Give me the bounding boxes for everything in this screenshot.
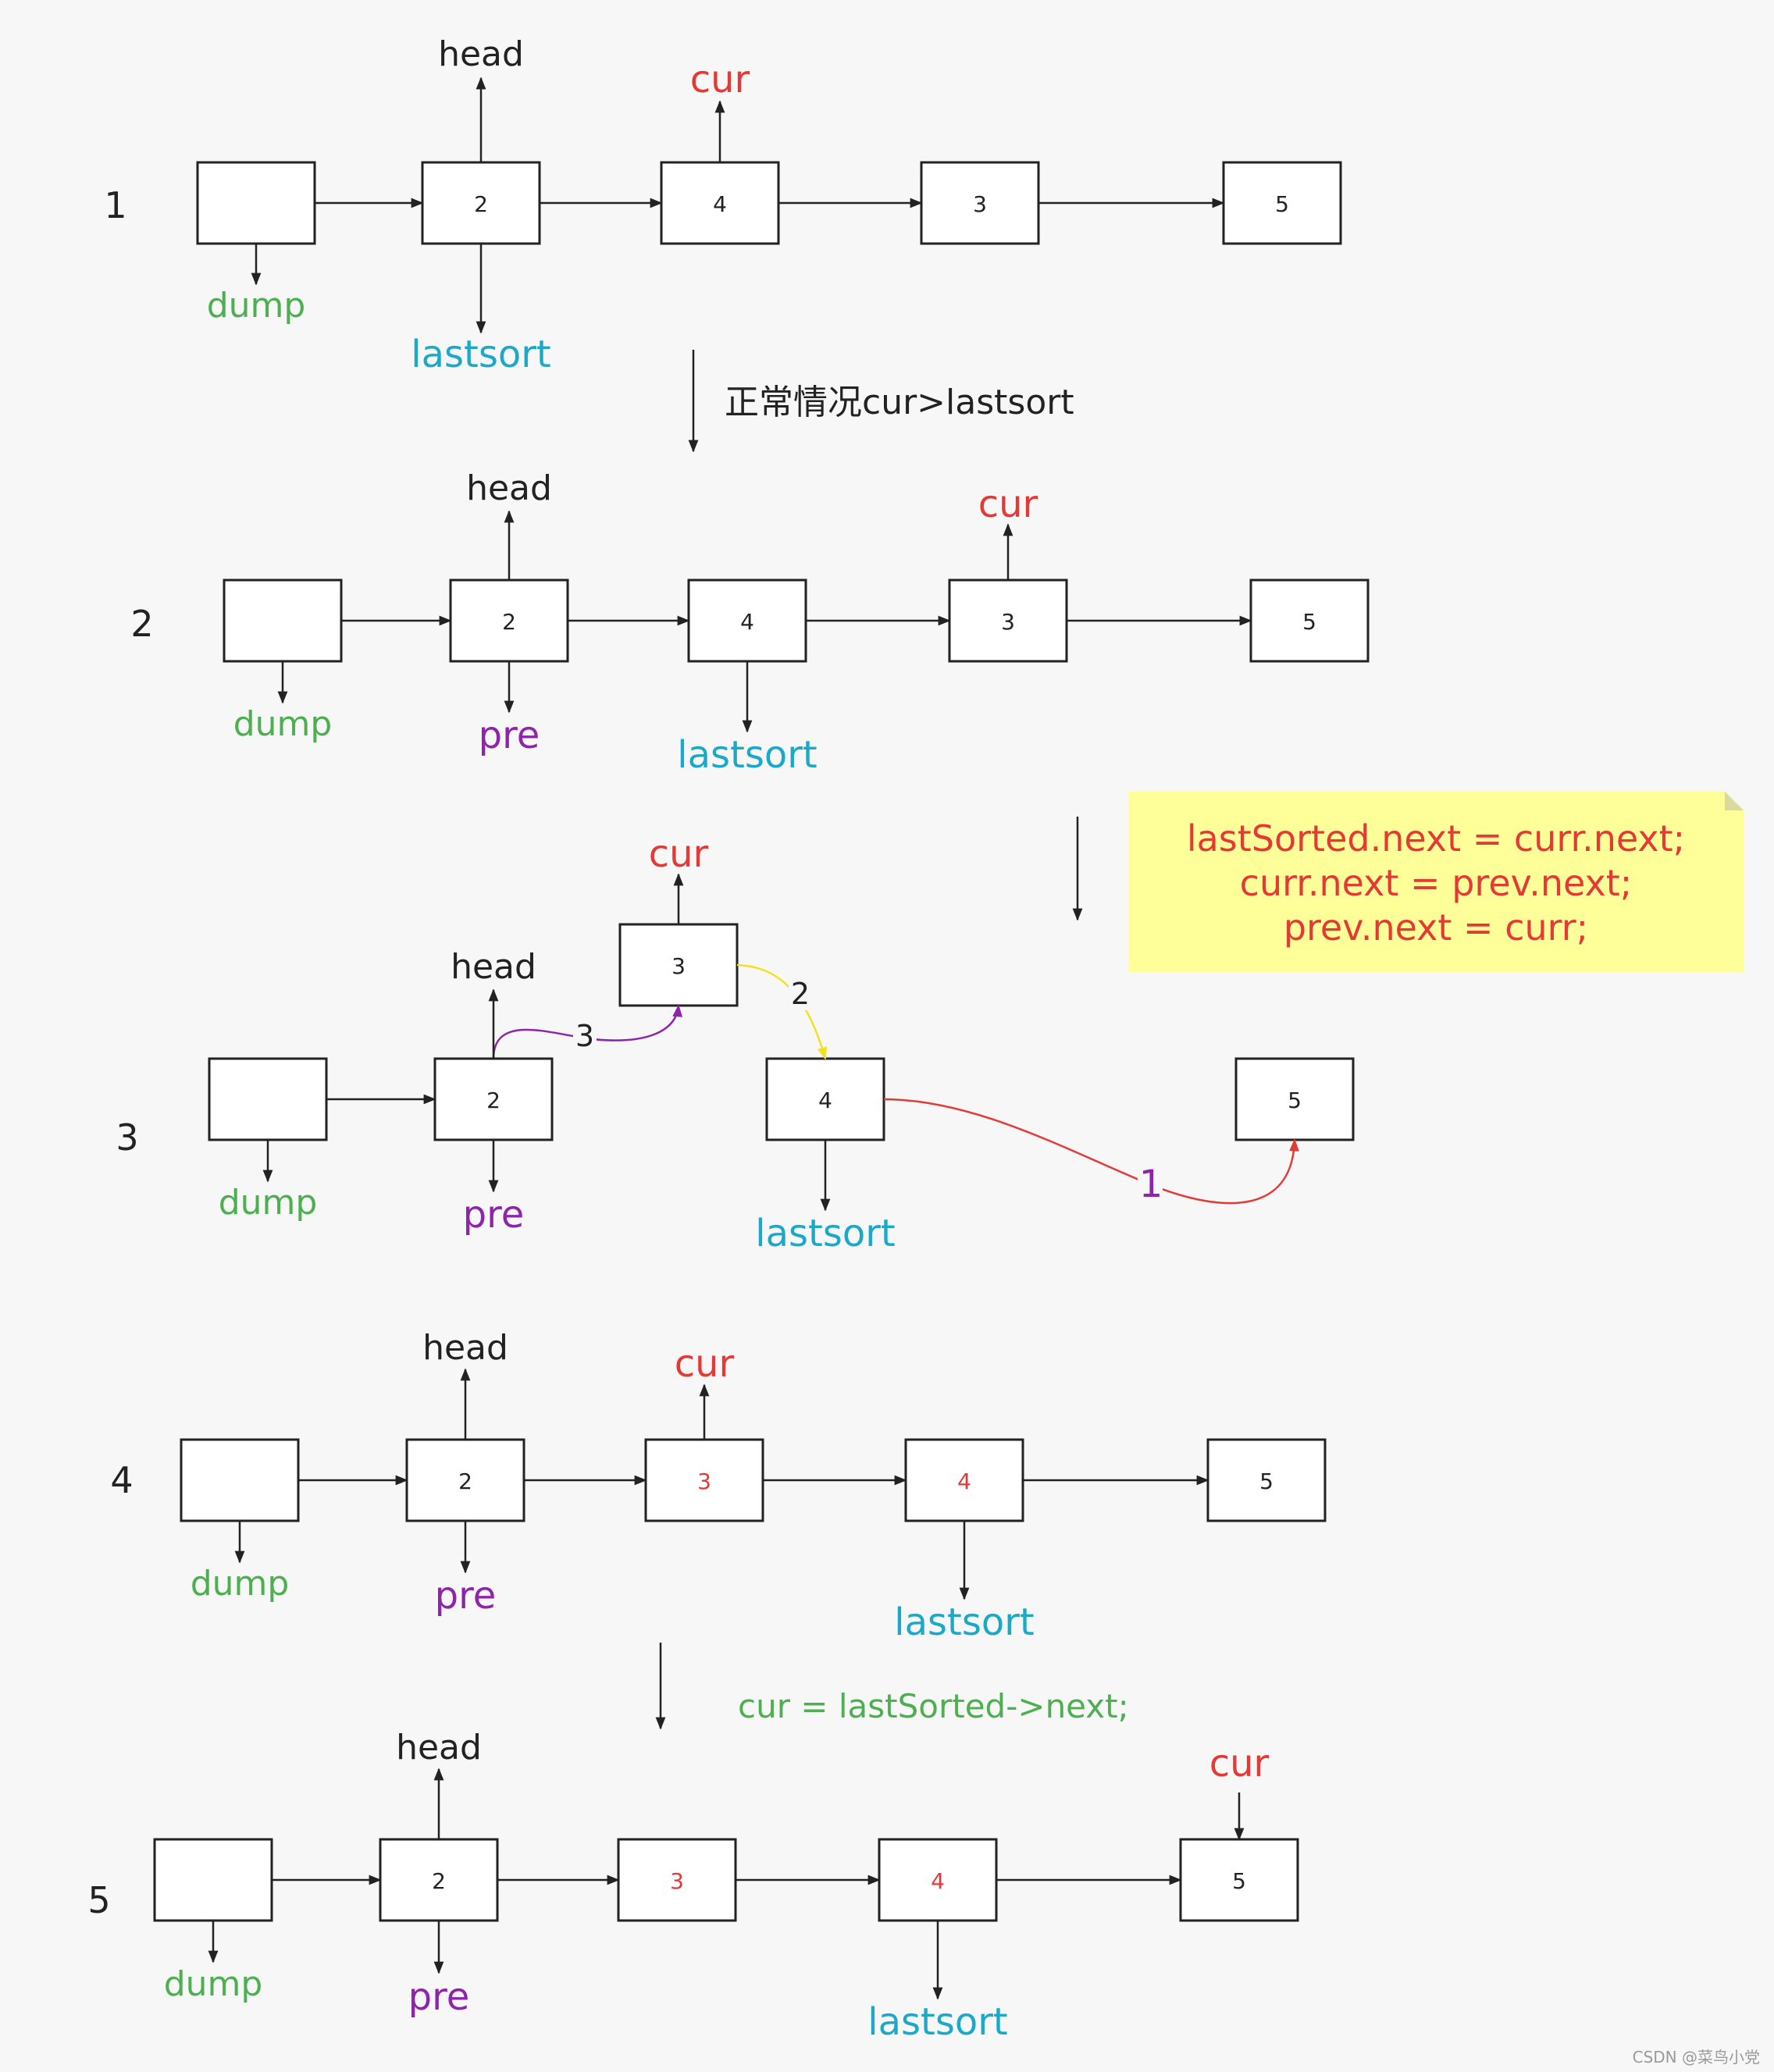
node-value: 3 [1001, 609, 1015, 635]
pre-label: pre [408, 1975, 470, 2019]
step-number: 3 [116, 1116, 138, 1159]
list-node [644, 1438, 764, 1522]
node-value: 5 [1288, 1088, 1302, 1113]
step-number: 1 [104, 184, 126, 226]
dump-node [208, 1057, 328, 1141]
node-value: 3 [973, 191, 987, 217]
step-3: 3 2 3 4 5 3 2 1 head cur dump pre lastso… [116, 832, 1355, 1255]
lastsort-label: lastsort [755, 1212, 896, 1255]
note-line: curr.next = prev.next; [1240, 862, 1633, 904]
head-label: head [451, 947, 536, 987]
dump-label: dump [233, 704, 333, 744]
list-node [1206, 1438, 1327, 1522]
step-5: 5 2 3 4 5 head cur dump pre lastsort [87, 1728, 1299, 2044]
dump-label: dump [164, 1964, 263, 2004]
node-value: 3 [671, 953, 686, 979]
note-fold [1725, 792, 1744, 810]
node-value: 2 [432, 1868, 446, 1894]
node-value: 5 [1302, 609, 1316, 635]
dump-label: dump [191, 1564, 290, 1604]
node-value: 4 [818, 1088, 832, 1113]
dump-node [153, 1838, 273, 1922]
arrow-label-bg [1138, 1163, 1163, 1205]
pre-label: pre [435, 1574, 497, 1618]
list-node [1222, 161, 1342, 245]
list-node [765, 1057, 885, 1141]
cur-label: cur [1209, 1742, 1270, 1785]
code-note: lastSorted.next = curr.next; curr.next =… [1128, 792, 1744, 972]
list-node [617, 1838, 737, 1922]
head-label: head [396, 1728, 482, 1768]
note-line: prev.next = curr; [1284, 906, 1588, 949]
lastsort-label: lastsort [894, 1600, 1035, 1644]
lastsort-label: lastsort [867, 2000, 1008, 2044]
head-label: head [466, 468, 552, 508]
transition-caption: cur = lastSorted->next; [738, 1687, 1129, 1725]
arrow-label: 3 [575, 1019, 594, 1053]
relink-arrow-2 [736, 963, 828, 1060]
step-4: 4 2 3 4 5 head cur dump pre lastsort [110, 1328, 1327, 1644]
note-background [1128, 792, 1744, 972]
transition-1: 正常情况cur>lastsort [688, 350, 1074, 453]
arrow-label: 1 [1139, 1162, 1163, 1206]
lastsort-label: lastsort [677, 733, 818, 777]
step-2: 2 2 4 3 5 head cur dump pre lastsort [130, 468, 1370, 777]
step-1: 1 2 4 3 5 head cur dump lastsort [104, 34, 1342, 376]
node-value: 5 [1232, 1868, 1246, 1894]
cur-label: cur [675, 1342, 735, 1386]
dump-node [223, 579, 343, 663]
relink-arrow-1 [883, 1098, 1299, 1205]
head-label: head [422, 1328, 508, 1368]
head-label: head [438, 34, 524, 74]
transition-4: cur = lastSorted->next; [655, 1643, 1129, 1730]
watermark: CSDN @菜鸟小党 [1633, 2048, 1760, 2067]
node-value: 3 [697, 1469, 711, 1494]
node-value: 4 [957, 1469, 971, 1494]
arrow-label: 2 [791, 977, 810, 1011]
node-value: 2 [458, 1469, 472, 1494]
list-node [920, 161, 1040, 245]
node-value: 5 [1275, 191, 1289, 217]
dump-node [180, 1438, 300, 1522]
cur-label: cur [690, 58, 750, 101]
note-line: lastSorted.next = curr.next; [1187, 817, 1685, 860]
node-value: 3 [670, 1868, 684, 1894]
lastsort-label: lastsort [411, 333, 551, 376]
list-node [433, 1057, 554, 1141]
pre-label: pre [479, 714, 540, 757]
node-value: 5 [1259, 1469, 1274, 1494]
node-value: 2 [502, 609, 516, 635]
step-number: 4 [110, 1459, 133, 1501]
cur-label: cur [649, 832, 709, 876]
list-node [1249, 579, 1370, 663]
pre-label: pre [463, 1193, 525, 1237]
dump-label: dump [207, 286, 306, 326]
arrow-label-bg [789, 976, 812, 1010]
transition-caption: 正常情况cur>lastsort [725, 383, 1074, 422]
node-value: 4 [740, 609, 754, 635]
node-value: 2 [474, 191, 488, 217]
node-value: 4 [713, 191, 727, 217]
list-node [1234, 1057, 1355, 1141]
arrow-label-bg [573, 1018, 597, 1052]
dump-label: dump [219, 1183, 318, 1223]
dump-node [196, 161, 316, 245]
step-number: 5 [87, 1879, 110, 1921]
list-node [660, 161, 780, 245]
node-value: 4 [931, 1868, 945, 1894]
node-value: 2 [486, 1088, 500, 1113]
cur-label: cur [978, 482, 1038, 526]
step-number: 2 [130, 603, 153, 645]
